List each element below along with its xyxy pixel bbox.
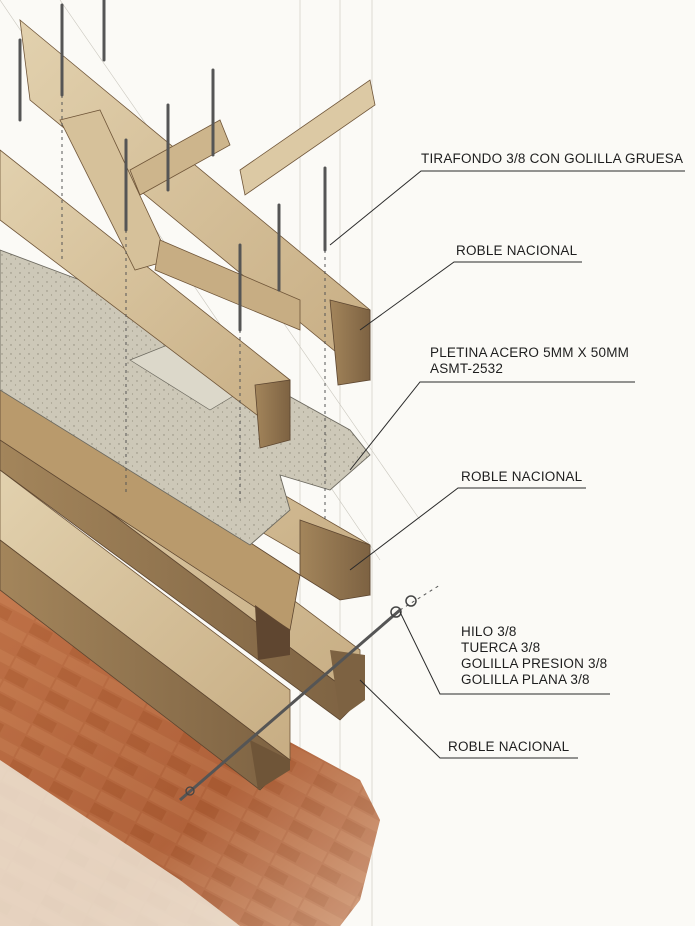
label-roble-middle: ROBLE NACIONAL <box>461 469 582 485</box>
label-roble-top: ROBLE NACIONAL <box>456 243 577 259</box>
label-hardware-group: HILO 3/8 TUERCA 3/8 GOLILLA PRESION 3/8 … <box>461 624 607 688</box>
label-pletina: PLETINA ACERO 5MM X 50MM ASMT-2532 <box>430 345 629 377</box>
label-pletina-line2: ASMT-2532 <box>430 361 504 376</box>
label-hilo: HILO 3/8 <box>461 624 517 639</box>
upper-beam-back <box>19 19 371 386</box>
diagonal-struts <box>59 79 376 331</box>
label-roble-bottom: ROBLE NACIONAL <box>448 739 569 755</box>
bottom-beam-lower <box>0 469 291 791</box>
label-tirafondo: TIRAFONDO 3/8 CON GOLILLA GRUESA <box>421 151 683 167</box>
label-roble-top-text: ROBLE NACIONAL <box>456 243 578 258</box>
label-roble-bottom-text: ROBLE NACIONAL <box>448 739 570 754</box>
leader-lines <box>329 170 685 759</box>
label-golilla-presion: GOLILLA PRESION 3/8 <box>461 656 608 671</box>
label-pletina-line1: PLETINA ACERO 5MM X 50MM <box>430 345 630 360</box>
label-roble-middle-text: ROBLE NACIONAL <box>461 469 583 484</box>
lag-screws <box>18 0 327 332</box>
upper-beam-front <box>0 149 291 449</box>
label-tirafondo-text: TIRAFONDO 3/8 CON GOLILLA GRUESA <box>421 151 684 166</box>
brick-wall <box>0 580 380 926</box>
label-tuerca: TUERCA 3/8 <box>461 640 541 655</box>
screw-dash-lines <box>61 95 326 520</box>
threaded-rod-assembly <box>179 584 441 802</box>
label-golilla-plana: GOLILLA PLANA 3/8 <box>461 672 590 687</box>
